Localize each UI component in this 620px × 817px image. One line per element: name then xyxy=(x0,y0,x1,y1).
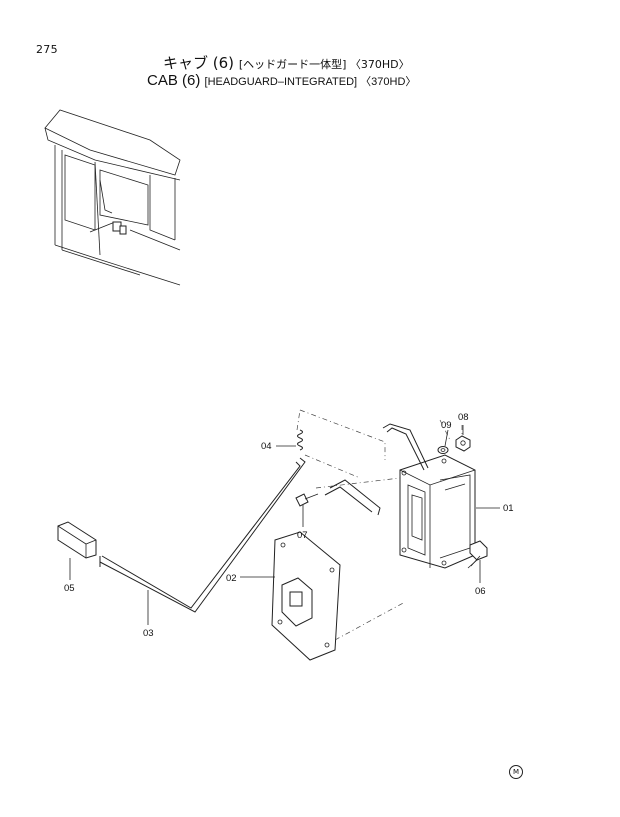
guide-lines xyxy=(296,409,463,641)
title-japanese: キャブ (6) [ヘッドガード一体型] 〈370HD〉 xyxy=(163,52,410,73)
callout-08: 08 xyxy=(458,412,469,423)
cab-locator-sketch xyxy=(44,109,181,286)
title-en-sub: [HEADGUARD–INTEGRATED] 〈370HD〉 xyxy=(204,76,417,88)
callout-06: 06 xyxy=(475,586,486,597)
page-number: 275 xyxy=(36,43,58,56)
callout-04: 04 xyxy=(261,441,272,452)
part-04-spring xyxy=(297,429,303,451)
part-08-nut xyxy=(455,435,471,452)
part-02-plate xyxy=(271,531,341,661)
callout-03: 03 xyxy=(143,628,154,639)
part-03-lever xyxy=(99,457,306,613)
callout-09: 09 xyxy=(441,420,452,431)
title-english: CAB (6) [HEADGUARD–INTEGRATED] 〈370HD〉 xyxy=(147,72,416,89)
linkage-rod xyxy=(324,423,429,516)
part-01-housing xyxy=(399,454,476,569)
callout-02: 02 xyxy=(226,573,237,584)
leader-lines xyxy=(69,425,500,625)
part-07-bolt xyxy=(295,493,319,507)
title-jp-main: キャブ (6) xyxy=(163,54,235,72)
title-en-main: CAB (6) xyxy=(147,72,201,89)
title-jp-sub: [ヘッドガード一体型] 〈370HD〉 xyxy=(238,58,410,71)
callout-07: 07 xyxy=(297,530,308,541)
callout-01: 01 xyxy=(503,503,514,514)
part-05-grip xyxy=(57,521,97,559)
part-09-washer xyxy=(437,446,449,454)
part-06-bolt xyxy=(467,540,488,569)
callout-05: 05 xyxy=(64,583,75,594)
copyright-mark: M xyxy=(509,765,523,779)
